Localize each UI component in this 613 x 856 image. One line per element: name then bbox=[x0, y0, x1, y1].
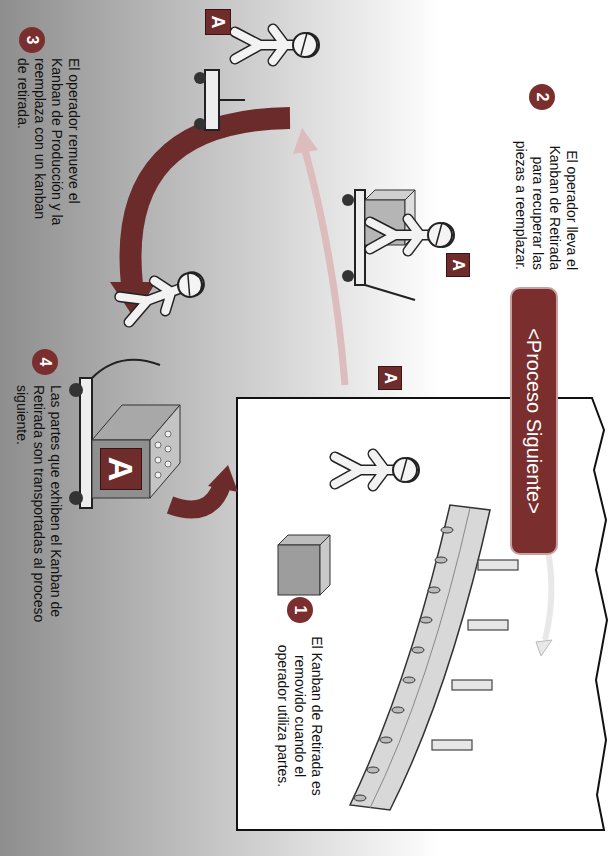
step-note: Las partes que exhiben el Kanban de Reti… bbox=[13, 385, 64, 657]
worker bbox=[119, 265, 209, 324]
callout-number: 1 bbox=[291, 606, 309, 615]
cart bbox=[194, 70, 245, 130]
callout-number: 2 bbox=[533, 93, 551, 102]
note-text: El operador lleva el Kanban de Retirada … bbox=[513, 141, 580, 270]
callout-circle: 2 bbox=[529, 84, 555, 110]
parts-box bbox=[278, 535, 330, 595]
flow-arrow bbox=[170, 465, 238, 510]
step-note: El Kanban de Retirada es removido cuando… bbox=[274, 628, 325, 804]
card-letter: A bbox=[450, 259, 466, 271]
banner-text: <Proceso Siguiente> bbox=[523, 328, 546, 514]
worker bbox=[235, 29, 319, 61]
callout-circle: 1 bbox=[287, 597, 313, 623]
worker bbox=[370, 219, 454, 251]
callout-circle: 4 bbox=[32, 349, 58, 375]
worker bbox=[335, 454, 419, 486]
kanban-card: A bbox=[205, 9, 231, 35]
card-letter: A bbox=[104, 457, 138, 482]
note-text: El Kanban de Retirada es removido cuando… bbox=[275, 636, 325, 796]
cart bbox=[69, 360, 180, 508]
callout-circle: 3 bbox=[19, 27, 45, 53]
kanban-card: A bbox=[446, 253, 470, 277]
kanban-card: A bbox=[378, 366, 402, 390]
callout-number: 4 bbox=[36, 358, 54, 367]
kanban-card: A bbox=[100, 448, 142, 490]
process-banner: <Proceso Siguiente> bbox=[510, 287, 558, 555]
step-note: El operador lleva el Kanban de Retirada … bbox=[512, 118, 580, 270]
step-note: El operador remueve el Kanban de Producc… bbox=[14, 58, 82, 238]
callout-number: 3 bbox=[23, 36, 41, 45]
note-text: El operador remueve el Kanban de Producc… bbox=[15, 58, 82, 225]
note-text: Las partes que exhiben el Kanban de Reti… bbox=[14, 385, 64, 622]
card-letter: A bbox=[209, 16, 227, 29]
return-arrow bbox=[293, 128, 345, 385]
card-letter: A bbox=[382, 372, 398, 384]
